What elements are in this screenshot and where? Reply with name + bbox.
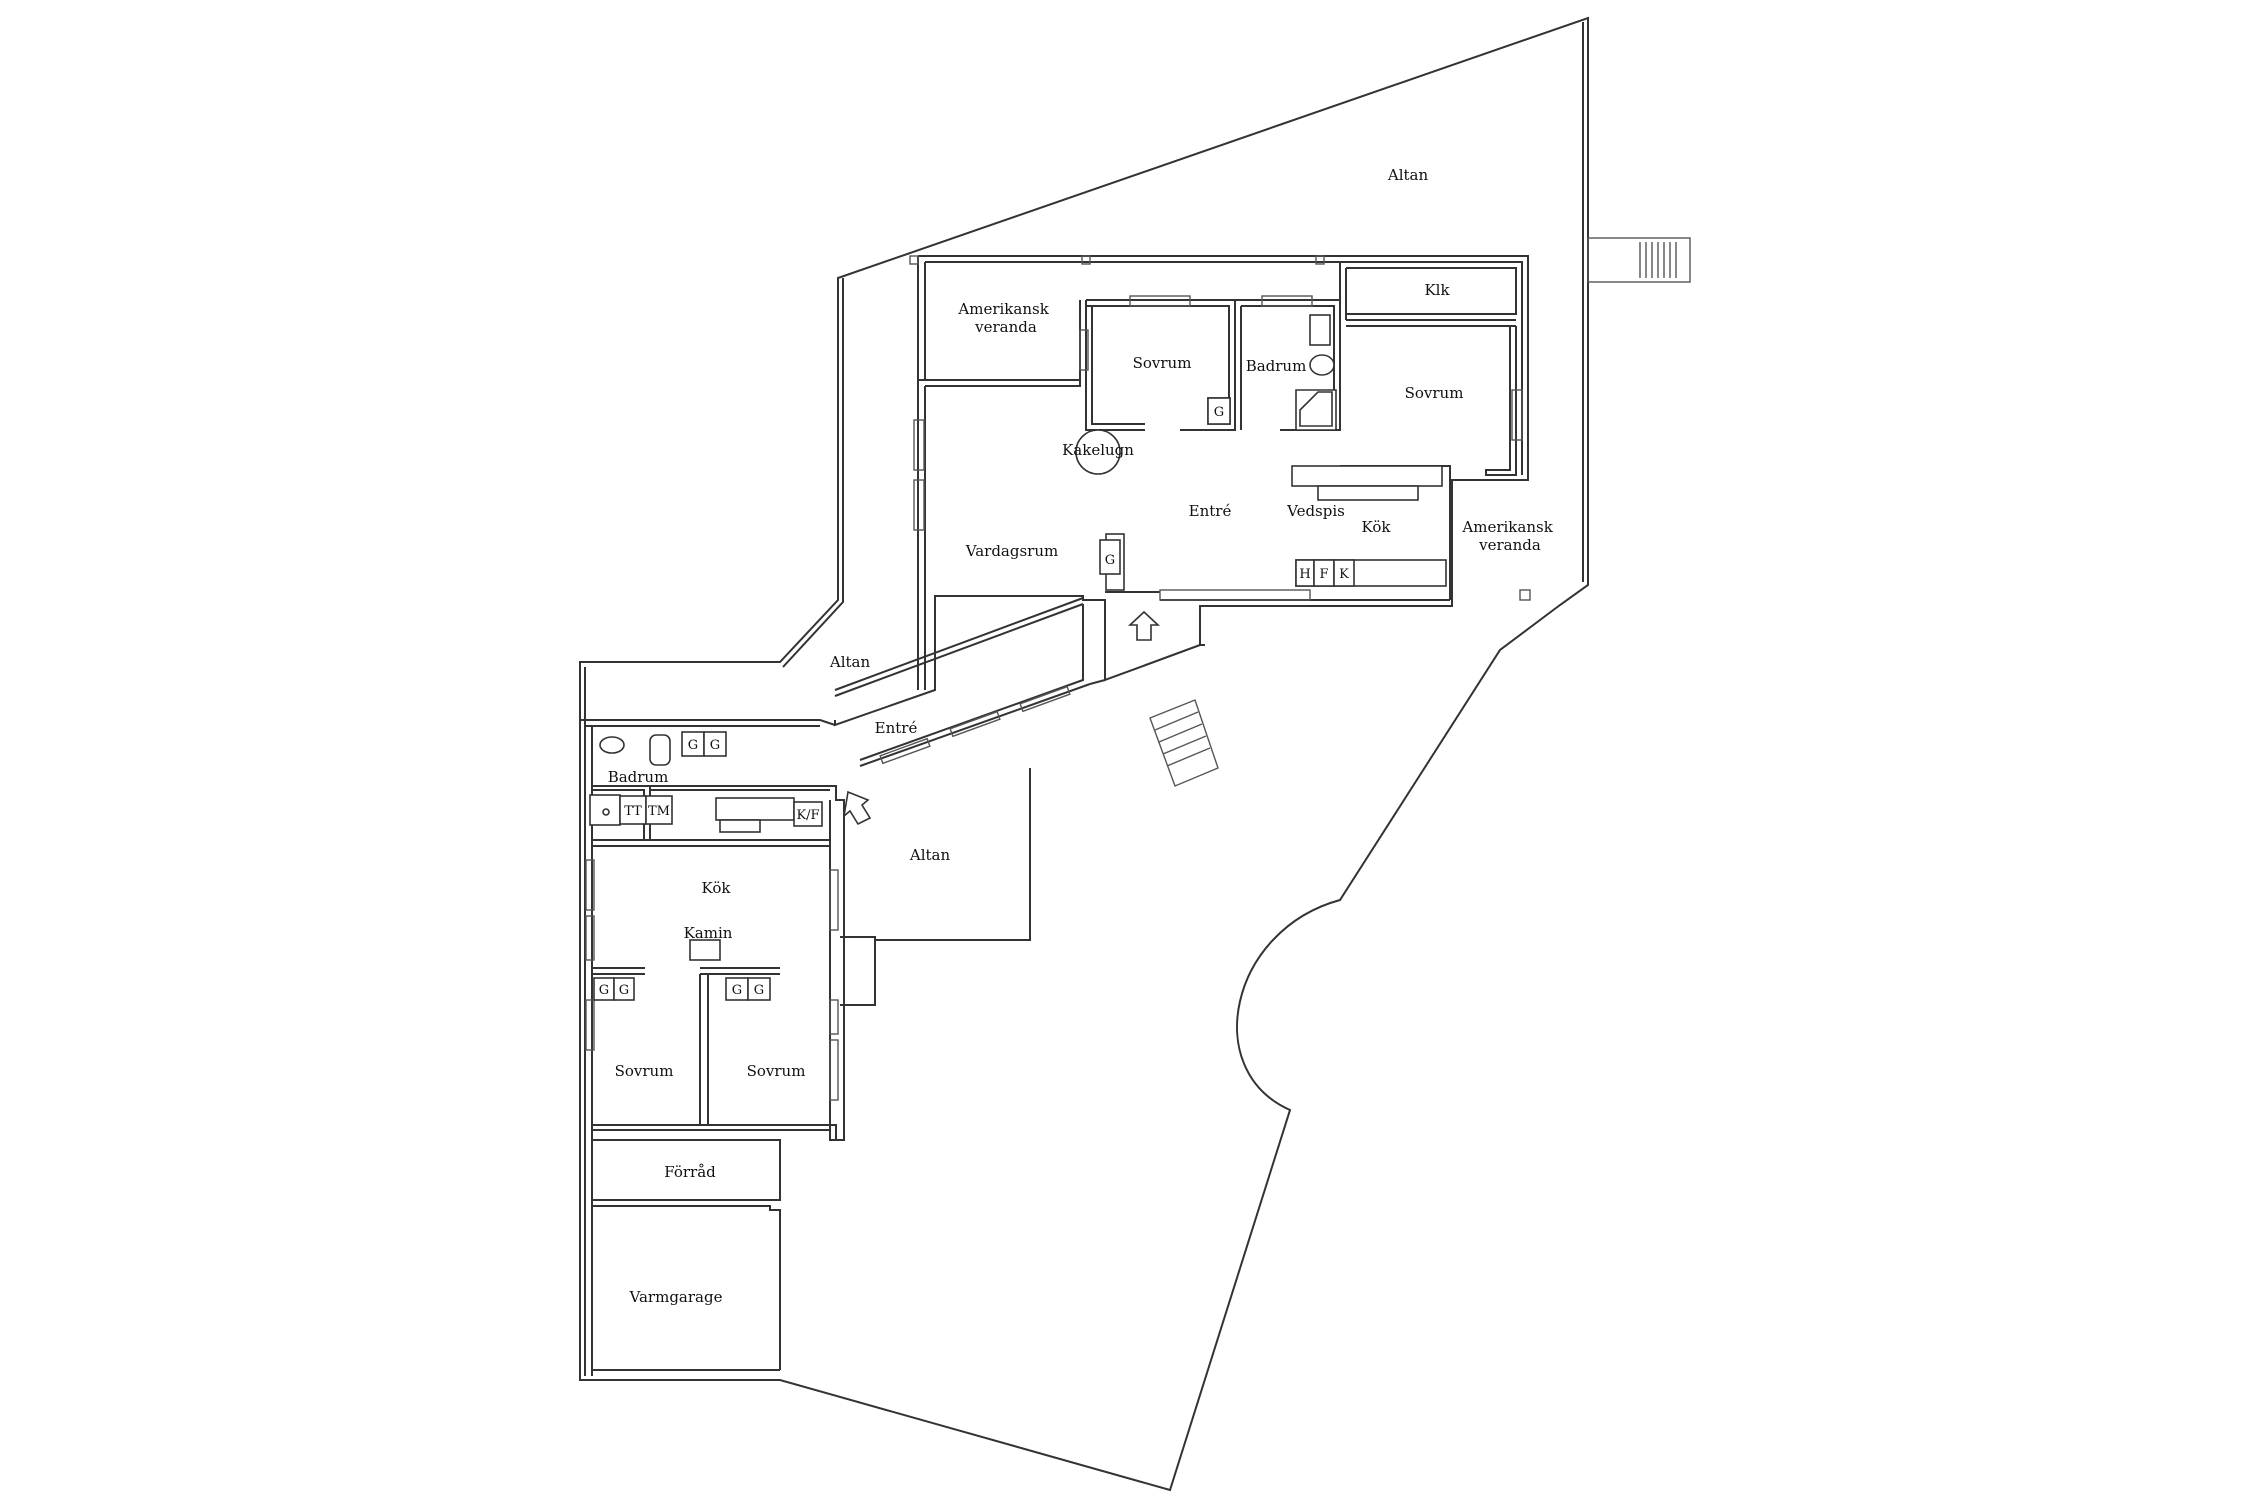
lower-fixtures (589, 734, 795, 961)
label-entre-upper: Entré (1189, 502, 1232, 520)
label-altan-mid: Altan (909, 846, 951, 864)
label-kamin: Kamin (684, 924, 733, 942)
label-altan-top: Altan (1387, 166, 1429, 184)
label-amerikansk-veranda-e-line2: veranda (1478, 536, 1541, 554)
label-entre-lower: Entré (875, 719, 918, 737)
label-vardagsrum: Vardagsrum (965, 542, 1058, 560)
fixture-tt: TT (624, 804, 642, 819)
fixture-k: K (1339, 567, 1349, 582)
label-klk: Klk (1424, 281, 1450, 299)
entry-arrow-upper (1127, 610, 1161, 641)
fixture-g: G (688, 738, 698, 753)
label-altan-left: Altan (829, 653, 871, 671)
stairs-top-right (1587, 237, 1691, 283)
corridor-walls (580, 597, 1205, 767)
stairs-mid (1149, 699, 1219, 787)
toilet-upper (1309, 354, 1335, 376)
label-kakelugn: Kakelugn (1062, 441, 1134, 459)
fixture-h: H (1299, 567, 1310, 582)
toilet-lower (649, 734, 671, 766)
fixture-g: G (732, 983, 742, 998)
room-labels: Altan Altan Altan Amerikansk veranda Ame… (608, 166, 1557, 1306)
deck-outline (579, 16, 1589, 1492)
upper-windows (909, 255, 1523, 601)
fixture-g: G (710, 738, 720, 753)
washbasin-upper (1309, 314, 1331, 346)
fixture-tm: TM (648, 804, 670, 819)
label-kok-upper: Kök (1362, 518, 1392, 536)
label-vedspis: Vedspis (1286, 502, 1345, 520)
fixture-g: G (1214, 405, 1224, 420)
label-sovrum-upper-2: Sovrum (1405, 384, 1464, 402)
fixture-g: G (619, 983, 629, 998)
appliance-boxes: G G H F K G G TT TM K/F G G G G (593, 397, 1355, 1001)
kamin-fireplace (689, 939, 721, 961)
fixture-f: F (1319, 567, 1328, 582)
label-kok-lower: Kök (702, 879, 732, 897)
label-amerikansk-veranda-e: Amerikansk veranda (1461, 518, 1557, 554)
fixture-g: G (1105, 553, 1115, 568)
fixture-kf: K/F (796, 808, 819, 823)
washbasin-lower (599, 736, 625, 754)
lower-windows (585, 859, 839, 1101)
upper-house-walls (834, 255, 1529, 727)
label-badrum-lower: Badrum (608, 768, 669, 786)
fixture-g: G (599, 983, 609, 998)
label-sovrum-lower-2: Sovrum (747, 1062, 806, 1080)
kakelugn-stove (1075, 429, 1121, 475)
label-amerikansk-veranda-nw-line2: veranda (974, 318, 1037, 336)
label-varmgarage: Varmgarage (629, 1288, 723, 1306)
label-forrad: Förråd (664, 1163, 716, 1181)
label-amerikansk-veranda-nw-line1: Amerikansk (957, 300, 1049, 318)
entry-arrow-lower (842, 790, 872, 826)
label-sovrum-upper-1: Sovrum (1133, 354, 1192, 372)
label-amerikansk-veranda-nw: Amerikansk veranda (957, 300, 1053, 336)
kitchen-counter-upper (1291, 465, 1443, 487)
label-amerikansk-veranda-e-line1: Amerikansk (1461, 518, 1553, 536)
label-sovrum-lower-1: Sovrum (615, 1062, 674, 1080)
fixture-g: G (754, 983, 764, 998)
label-badrum-upper: Badrum (1246, 357, 1307, 375)
lower-house-walls (579, 726, 1031, 1380)
